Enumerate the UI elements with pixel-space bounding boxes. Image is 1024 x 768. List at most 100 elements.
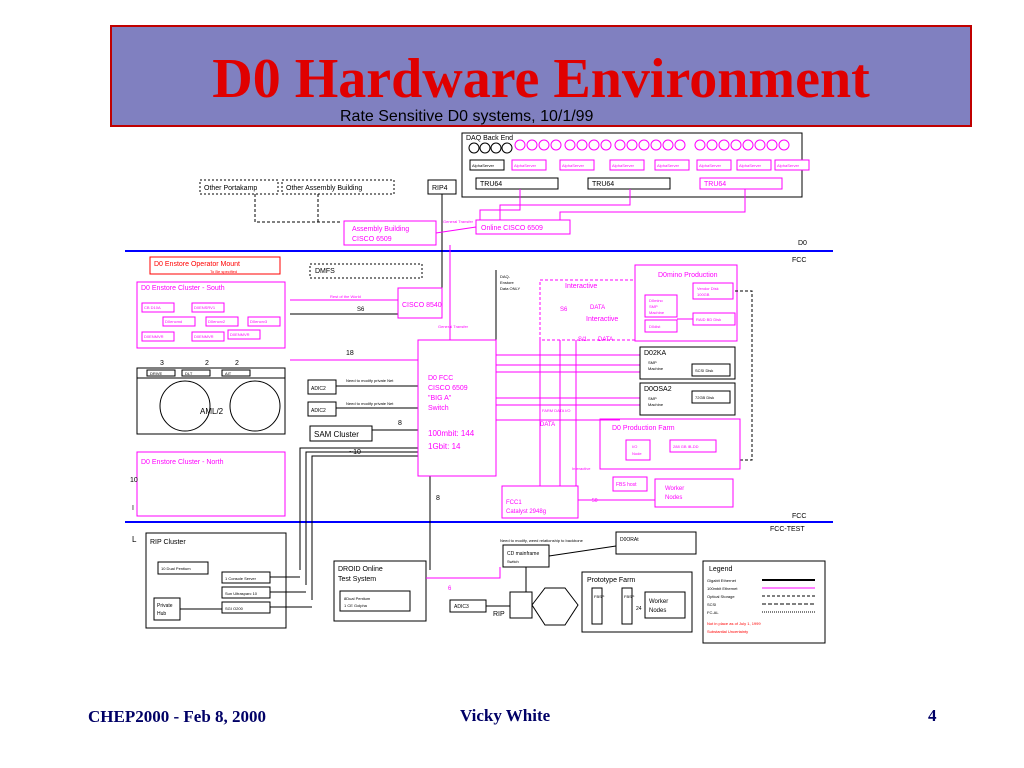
other-buildings-link	[254, 194, 340, 223]
south-node-label: CB D10A	[144, 305, 161, 310]
d0fcc-switch-box	[417, 339, 497, 477]
d0osa2-smp: SMP	[648, 396, 657, 401]
rip-robot-icon	[531, 587, 579, 626]
cisco8540-label: CISCO 8540	[402, 302, 442, 309]
d0mino-machine-box	[644, 294, 678, 318]
d02ka-machine: Machine	[648, 366, 664, 371]
svg-text:3: 3	[160, 360, 164, 367]
fbsp-box-2	[621, 587, 633, 625]
south-node-label: D0encmd	[165, 319, 182, 324]
d0dist-label: D0dist	[649, 324, 661, 329]
d0mino-machine-1: D0mino	[649, 298, 664, 303]
alphaserver-box	[736, 159, 772, 171]
d0fcc-3: "BIG A"	[428, 395, 452, 402]
aml2-right-tower	[229, 380, 281, 432]
aml2-label: AML/2	[200, 407, 224, 416]
svg-text:2: 2	[235, 360, 239, 367]
proto-worker-2: Nodes	[649, 608, 666, 614]
sgi-label: SGI O200	[225, 606, 244, 611]
cd-mainframe-1: CD mainframe	[507, 551, 539, 557]
worker-2: Nodes	[665, 495, 682, 501]
vendor-disk-2: 100GB	[697, 292, 710, 297]
rip-inner-links	[180, 576, 312, 610]
legend-title: Legend	[709, 566, 732, 573]
dual-pentium-box	[157, 561, 209, 575]
d0-farm-box	[599, 418, 741, 470]
prototype-farm-title: Prototype Farm	[587, 577, 635, 584]
side-num-3: L	[132, 535, 137, 544]
legend-item-label: FC-AL	[707, 610, 719, 615]
private-hub-1: Private	[157, 603, 173, 609]
robot-drive-label: DRIVE	[150, 371, 163, 376]
farm-disk-label: 288 GB IB-DD	[673, 444, 699, 449]
fcc-label: FCC	[792, 257, 806, 264]
prototype-farm-box	[581, 571, 693, 633]
side-num-1: 10	[130, 477, 138, 484]
other-portakamp-box	[199, 179, 279, 195]
scsi-disk-box	[691, 363, 731, 377]
droid-cd-link	[426, 567, 501, 579]
operator-mount-line2: To Be specified	[210, 269, 237, 274]
fbs-box	[612, 476, 648, 492]
vendor-disk-box	[692, 282, 734, 300]
d0-farm-title: D0 Production Farm	[612, 425, 675, 432]
legend-item-label: Optical Storage	[707, 594, 735, 599]
sam-cluster-label: SAM Cluster	[314, 430, 359, 439]
alphaserver-box	[654, 159, 690, 171]
alphaserver-label: AlphaServer	[777, 163, 800, 168]
daq-uplinks	[435, 189, 746, 340]
aml2-box	[136, 377, 286, 435]
cd-mainframe-2: Switch	[507, 559, 519, 564]
legend-box	[702, 560, 826, 644]
disk72-box	[691, 390, 731, 404]
num-8b: 8	[436, 495, 440, 502]
droid-sub-box	[339, 590, 411, 612]
south-node-label: D0encrv2	[208, 319, 226, 324]
num-8a: 8	[398, 420, 402, 427]
dmfs-label: DMFS	[315, 268, 335, 275]
south-node-box	[227, 329, 261, 340]
disk72-label: 72GB Disk	[695, 395, 714, 400]
rest-of-world-label: Rest of the World	[330, 294, 361, 299]
aml2-left-tower	[159, 380, 211, 432]
d0fcc-4: Switch	[428, 405, 449, 412]
rip-links	[299, 447, 418, 600]
adic2a-label: ADIC2	[311, 386, 326, 392]
south-node-box	[191, 331, 225, 342]
daq-enstore-2: Enstore	[500, 280, 515, 285]
adic2a-box	[307, 379, 337, 395]
cisco8540-box	[397, 287, 443, 319]
svg-text:2: 2	[205, 360, 209, 367]
assembly-cisco-line1: Assembly Building	[352, 226, 409, 233]
tru64-label-3: TRU64	[704, 181, 726, 188]
alphaserver-box	[469, 159, 505, 171]
data3-label: DATA	[540, 422, 555, 428]
south-node-box	[141, 331, 175, 342]
south-node-box	[141, 302, 175, 313]
fbs-label: FBS host	[616, 482, 637, 488]
alphaserver-label: AlphaServer	[739, 163, 762, 168]
worker-box	[654, 478, 734, 508]
vendor-disk-1: Vendor Disk	[697, 286, 719, 291]
tru64-label-2: TRU64	[592, 181, 614, 188]
need-modify-long: Need to modify, weed relationship to bac…	[500, 538, 584, 543]
legend-red-1: Not in place as of July 1, 1999	[707, 621, 761, 626]
operator-mount-line1: D0 Enstore Operator Mount	[154, 261, 240, 268]
d0mino-machine-2: SMP	[649, 304, 658, 309]
alphaserver-box	[696, 159, 732, 171]
fcc-right-links	[496, 340, 640, 486]
general-transfer-label: General Transfer	[443, 219, 474, 224]
farm-disk-box	[669, 439, 717, 453]
alphaserver-box	[609, 159, 645, 171]
proto-worker-1: Worker	[649, 599, 668, 605]
rip-label: RIP	[493, 611, 505, 618]
alphaserver-label: AlphaServer	[612, 163, 635, 168]
num-6: 6	[448, 586, 452, 592]
sam-cluster-box	[309, 425, 373, 442]
d02ka-smp: SMP	[648, 360, 657, 365]
daq-title: DAQ Back End	[466, 135, 513, 142]
dual-pentium-label: 10 Dual Pentium	[161, 566, 191, 571]
